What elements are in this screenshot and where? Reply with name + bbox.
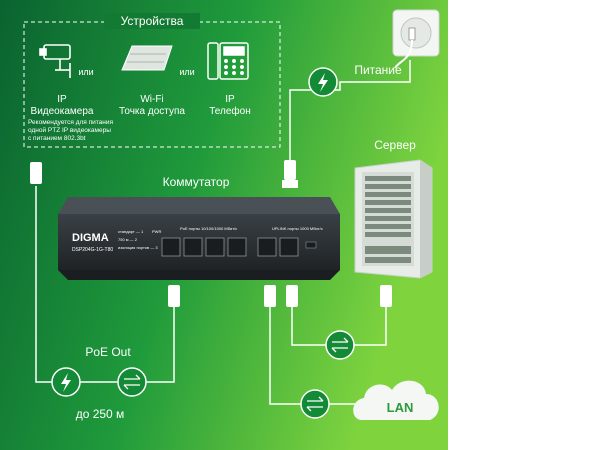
- server-label: Сервер: [374, 138, 416, 152]
- camera-line1: IP: [57, 94, 67, 105]
- poe-ports-caption: PoE порты 10/100/1000 Мбит/с: [180, 226, 237, 231]
- lan-label: LAN: [387, 400, 414, 415]
- devices-heading: Устройства: [121, 14, 184, 28]
- rj45-connectors-uplink: [264, 285, 392, 307]
- led-label-2: 750 м — 2: [118, 237, 138, 242]
- ip-phone-icon: [207, 42, 249, 80]
- camera-note-2: одной PTZ IP видеокамеры: [28, 126, 111, 134]
- power-plug-icon: [282, 160, 298, 188]
- ap-line1: Wi-Fi: [140, 94, 163, 105]
- poe-switch: DIGMA DSP204G-1G-T80 стандарт — 1 750 м …: [58, 197, 340, 280]
- data-exchange-icon: [306, 396, 324, 412]
- uplink-connector-1: [264, 285, 276, 307]
- poe-out-label: PoE Out: [85, 345, 131, 359]
- power-cable: [289, 60, 411, 160]
- lan-data-badge: [300, 389, 330, 419]
- server-rack-icon: [354, 159, 433, 279]
- switch-label: Коммутатор: [163, 175, 230, 189]
- switch-ports: [161, 237, 299, 257]
- poe-port-4: [227, 237, 247, 257]
- server-connector: [380, 285, 392, 307]
- phone-line1: IP: [225, 94, 235, 105]
- reset-button: [305, 241, 317, 249]
- ip-camera-icon: [39, 44, 71, 78]
- distance-label: до 250 м: [76, 407, 125, 421]
- lightning-icon: [61, 373, 71, 392]
- data-exchange-icon: [331, 337, 349, 353]
- network-diagram: Устройства или или IP Видеокамера Рекоме…: [0, 0, 448, 450]
- ap-line2: Точка доступа: [119, 106, 185, 117]
- uplink-port-1: [257, 237, 277, 257]
- camera-note-1: Рекомендуется для питания: [28, 119, 114, 126]
- rj45-connector-device: [30, 162, 42, 184]
- led-label-1: стандарт — 1: [118, 229, 144, 234]
- uplink-connector-2: [286, 285, 298, 307]
- power-label: Питание: [354, 63, 402, 77]
- poe-data-badge: [117, 367, 147, 397]
- devices-heading-bg: [104, 13, 200, 29]
- uplink-port-2: [279, 237, 299, 257]
- poe-cable: [35, 186, 175, 383]
- poe-port-2: [183, 237, 203, 257]
- poe-port-1: [161, 237, 181, 257]
- server-data-badge: [325, 330, 355, 360]
- or-label-2: или: [179, 67, 194, 77]
- uplink-caption: UPLINK порты 1000 Мбит/с: [272, 226, 323, 231]
- rj45-connector-switch-poe: [168, 285, 180, 307]
- diagram-canvas: Устройства или или IP Видеокамера Рекоме…: [0, 0, 448, 450]
- lan-cable: [269, 307, 360, 405]
- poe-port-3: [205, 237, 225, 257]
- lightning-icon: [318, 73, 328, 92]
- wifi-access-point-icon: [121, 45, 173, 71]
- or-label-1: или: [78, 67, 93, 77]
- switch-brand: DIGMA: [72, 232, 109, 244]
- data-exchange-icon: [123, 374, 141, 390]
- camera-line2: Видеокамера: [31, 106, 94, 117]
- power-socket-icon: [392, 9, 440, 69]
- switch-model: DSP204G-1G-T80: [72, 247, 113, 253]
- pwr-label: PWR: [152, 229, 161, 234]
- phone-line2: Телефон: [209, 105, 250, 117]
- lan-cloud-icon: [353, 380, 439, 420]
- led-label-3: изоляция портов — 3: [118, 245, 158, 250]
- camera-note-3: с питанием 802.3bt: [28, 135, 86, 142]
